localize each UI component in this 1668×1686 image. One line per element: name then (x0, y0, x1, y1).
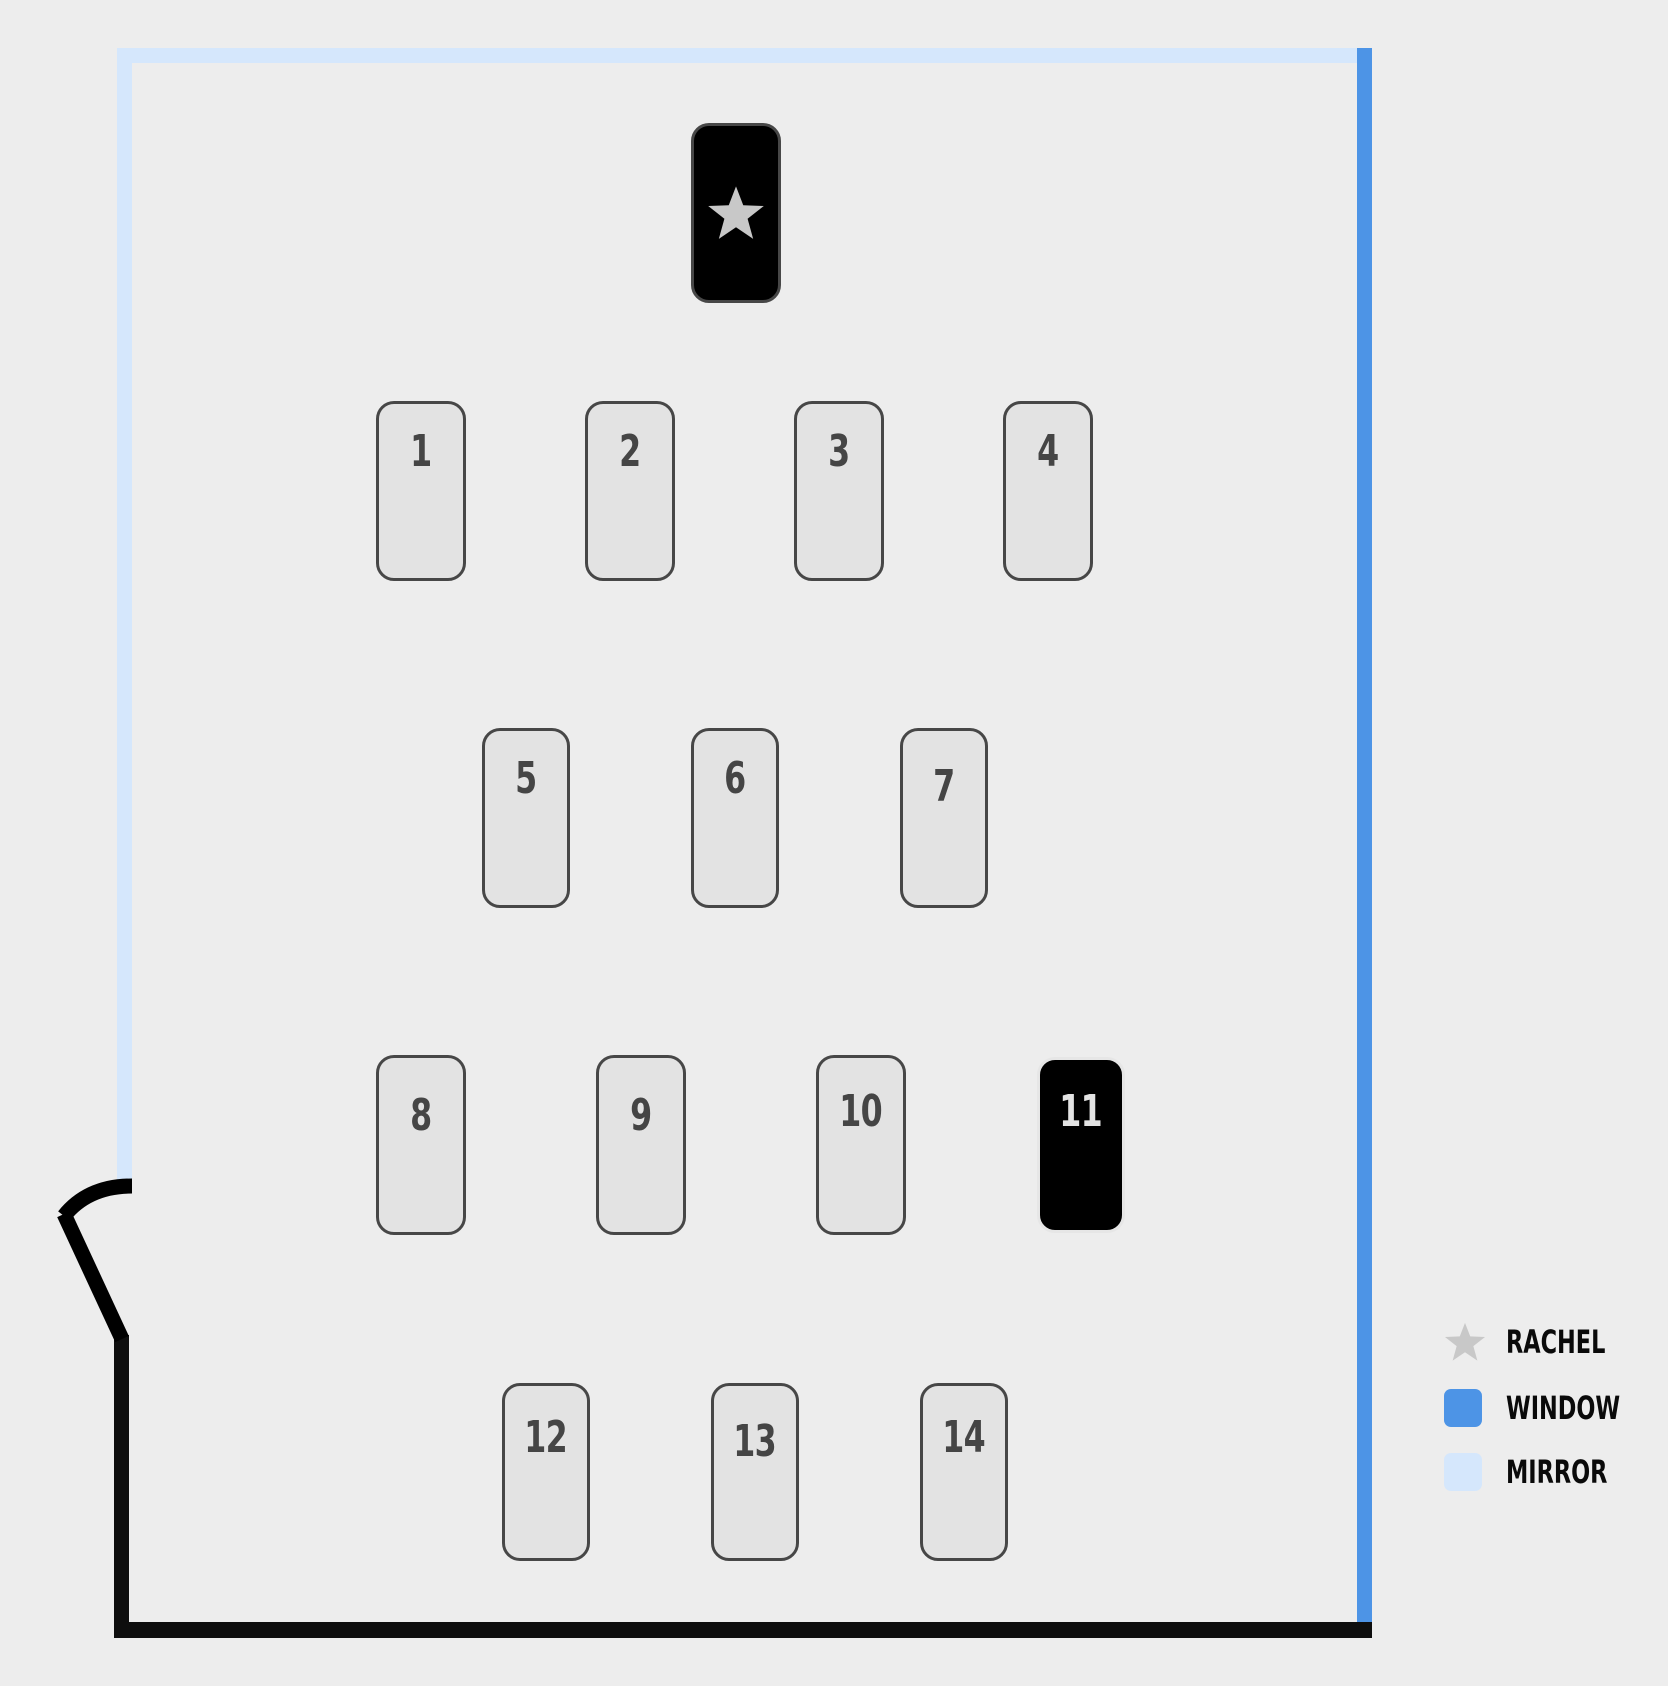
station-number: 9 (630, 1090, 652, 1141)
station-number: 3 (828, 426, 850, 477)
station-13[interactable]: 13 (711, 1383, 799, 1561)
legend-item-window: WINDOW (1444, 1389, 1620, 1427)
mirror-wall-top (117, 48, 1372, 63)
star-icon (1445, 1322, 1485, 1361)
legend-label: RACHEL (1506, 1323, 1606, 1361)
station-number: 5 (515, 753, 537, 804)
legend-label: WINDOW (1506, 1389, 1621, 1427)
window-swatch (1444, 1389, 1482, 1427)
station-number: 6 (724, 753, 746, 804)
window-wall-right (1357, 48, 1372, 1624)
station-6[interactable]: 6 (691, 728, 779, 908)
station-8[interactable]: 8 (376, 1055, 466, 1235)
station-number: 11 (1059, 1086, 1103, 1137)
station-3[interactable]: 3 (794, 401, 884, 581)
station-11-highlighted[interactable]: 11 (1037, 1057, 1125, 1233)
station-number: 8 (410, 1090, 432, 1141)
legend-item-rachel: RACHEL (1444, 1322, 1605, 1362)
star-icon (708, 186, 764, 239)
station-1[interactable]: 1 (376, 401, 466, 581)
instructor-station[interactable] (691, 123, 781, 303)
legend-item-mirror: MIRROR (1444, 1453, 1607, 1491)
station-number: 10 (839, 1086, 883, 1137)
station-4[interactable]: 4 (1003, 401, 1093, 581)
legend-label: MIRROR (1506, 1453, 1608, 1491)
door-icon (57, 1178, 133, 1343)
station-number: 13 (733, 1416, 777, 1467)
station-9[interactable]: 9 (596, 1055, 686, 1235)
station-number: 14 (942, 1412, 986, 1463)
station-number: 12 (524, 1412, 568, 1463)
station-number: 1 (410, 426, 432, 477)
station-number: 2 (619, 426, 641, 477)
mirror-swatch (1444, 1453, 1482, 1491)
wall-bottom (114, 1622, 1372, 1638)
station-number: 4 (1037, 426, 1059, 477)
station-14[interactable]: 14 (920, 1383, 1008, 1561)
mirror-wall-left (117, 48, 132, 1180)
station-2[interactable]: 2 (585, 401, 675, 581)
station-12[interactable]: 12 (502, 1383, 590, 1561)
wall-left-lower (114, 1335, 129, 1638)
station-10[interactable]: 10 (816, 1055, 906, 1235)
station-number: 7 (933, 761, 955, 812)
station-5[interactable]: 5 (482, 728, 570, 908)
station-7[interactable]: 7 (900, 728, 988, 908)
